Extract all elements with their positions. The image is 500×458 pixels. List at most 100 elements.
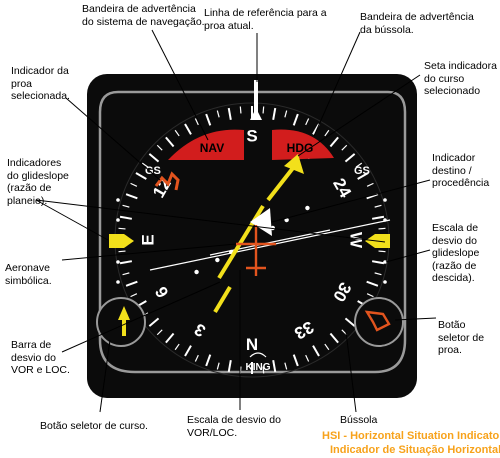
compass-tick — [284, 110, 288, 118]
course-arrow-head — [284, 154, 304, 174]
compass-label: S — [246, 127, 257, 146]
glideslope-indicator-left — [109, 234, 134, 248]
label-compass: Bússola — [340, 414, 378, 426]
compass-tick — [156, 329, 163, 336]
nav-flag-text: NAV — [200, 141, 224, 155]
compass-tick — [194, 118, 199, 126]
compass-tick — [378, 250, 386, 253]
heading-knob-bug-icon — [364, 310, 391, 332]
compass-tick — [312, 123, 320, 135]
label-cdi-bar: Barra de desvio do VOR e LOC. — [11, 339, 70, 376]
compass-tick — [174, 343, 180, 351]
compass-tick — [366, 182, 374, 187]
compass-tick — [344, 317, 356, 327]
brand-logo: KING — [246, 362, 271, 373]
course-knob-arrow-icon — [118, 306, 130, 336]
label-vor-scale: Escala de desvio do VOR/LOC. — [187, 414, 281, 439]
compass-tick — [205, 354, 212, 367]
compass-tick — [216, 110, 220, 118]
deviation-line-b — [209, 229, 331, 256]
caption-title-pt: Indicador de Situação Horizontal — [330, 444, 500, 456]
compass-tick — [324, 129, 330, 137]
label-course-knob: Botão seletor de curso. — [40, 420, 148, 432]
gs-label-right: GS — [354, 165, 370, 177]
compass-tick — [371, 260, 385, 265]
compass-tick — [272, 359, 277, 373]
compass-tick — [355, 162, 363, 168]
course-arrow-shaft — [266, 166, 295, 202]
compass-tick — [329, 136, 339, 148]
compass-tick — [148, 317, 160, 327]
compass-tick — [341, 144, 348, 151]
compass-tick — [119, 215, 133, 220]
compass-tick — [371, 215, 385, 220]
compass-tick — [194, 354, 199, 362]
compass-tick — [239, 106, 242, 114]
gs-label-left: GS — [145, 165, 161, 177]
compass-tick — [374, 204, 382, 208]
heading-knob[interactable] — [354, 297, 404, 347]
label-glideslope-scale: Escala de desvio do glideslope (razão de… — [432, 222, 480, 284]
label-symbolic-aircraft: Aeronave simbólica. — [5, 262, 52, 287]
compass-tick — [305, 354, 310, 362]
compass-tick — [216, 362, 220, 370]
compass-tick — [165, 136, 175, 148]
label-glideslope-indicators: Indicadores do glideslope (razão de plan… — [7, 157, 69, 207]
lubber-pointer — [250, 108, 262, 120]
label-heading-indicator: Indicador da proa selecionada. — [11, 65, 70, 102]
compass-tick — [312, 345, 320, 357]
caption-title-en: HSI - Horizontal Situation Indicator — [322, 430, 500, 442]
compass-tick — [305, 118, 310, 126]
compass-tick — [174, 129, 180, 137]
compass-tick — [125, 280, 138, 287]
compass-tick — [357, 172, 369, 180]
course-knob[interactable] — [96, 297, 146, 347]
compass-tick — [344, 153, 356, 163]
compass-tick — [227, 107, 232, 121]
compass-tick — [184, 123, 192, 135]
label-heading-knob: Botão seletor de proa. — [438, 319, 485, 356]
glideslope-scale-left — [116, 198, 120, 284]
compass-tick — [329, 332, 339, 344]
compass-tick — [118, 227, 126, 230]
symbolic-aircraft — [236, 225, 276, 276]
compass-tick — [165, 332, 175, 344]
compass-tick — [284, 362, 288, 370]
compass-tick — [378, 227, 386, 230]
nav-flag — [168, 129, 244, 160]
compass-tick — [227, 359, 232, 373]
compass-tick — [205, 113, 212, 126]
compass-tick — [366, 280, 379, 287]
compass-tick — [125, 193, 138, 200]
compass-tick — [374, 272, 382, 276]
course-tail — [213, 285, 232, 314]
compass-tick — [148, 153, 160, 163]
compass-tick — [119, 260, 133, 265]
brand-crown-icon — [249, 352, 267, 358]
instrument-bezel — [87, 74, 417, 398]
compass-tick — [262, 106, 265, 114]
label-to-from: Indicador destino / procedência — [432, 152, 490, 189]
leader-lines — [35, 29, 437, 413]
compass-tick — [272, 107, 277, 121]
face-outline — [98, 90, 407, 374]
hdg-flag-text: HDG — [287, 141, 314, 155]
cdi-bar — [217, 204, 265, 280]
compass-tick — [184, 345, 192, 357]
compass-tick — [130, 293, 138, 298]
label-course-arrow: Seta indicadora do curso selecionado — [424, 60, 497, 97]
compass-tick — [262, 366, 265, 374]
compass-label: W — [347, 232, 366, 249]
compass-label: E — [139, 234, 158, 245]
compass-label: N — [246, 335, 258, 354]
lubber-line — [254, 80, 258, 118]
to-from-indicator — [250, 208, 272, 236]
hdg-flag — [272, 129, 334, 160]
compass-tick — [122, 204, 130, 208]
compass-tick — [292, 113, 299, 126]
compass-tick — [292, 354, 299, 367]
label-reference-line: Linha de referência para a proa atual. — [204, 7, 327, 32]
compass-tick — [141, 162, 149, 168]
compass-tick — [122, 272, 130, 276]
